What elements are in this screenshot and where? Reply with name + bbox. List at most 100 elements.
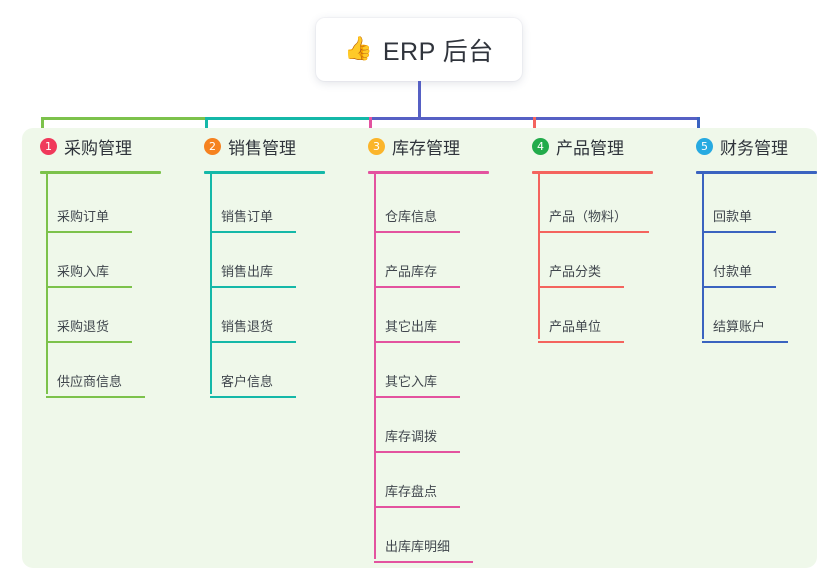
leaf-label: 出库库明细 (385, 539, 451, 554)
leaf-item[interactable]: 库存盘点 (350, 453, 460, 508)
leaf-underline (374, 506, 460, 508)
leaf-item[interactable]: 仓库信息 (350, 178, 460, 233)
leaf-underline (374, 231, 460, 233)
leaf-underline (702, 231, 776, 233)
branch-title-5: 财务管理 (720, 138, 788, 158)
leaf-item[interactable]: 客户信息 (186, 343, 296, 398)
leaf-label: 客户信息 (221, 374, 274, 389)
leaf-item[interactable]: 回款单 (678, 178, 788, 233)
leaf-label: 产品分类 (549, 264, 602, 279)
leaf-underline (538, 286, 624, 288)
root-node[interactable]: 👍 ERP 后台 (316, 18, 522, 81)
leaf-item[interactable]: 产品（物料） (514, 178, 649, 233)
leaf-underline (702, 286, 776, 288)
branch-header-3[interactable]: 3 库存管理 (350, 128, 489, 174)
bus-segment-1 (41, 117, 208, 120)
leaf-label: 付款单 (713, 264, 753, 279)
leaf-item[interactable]: 供应商信息 (22, 343, 145, 398)
branch-header-row: 5 财务管理 (678, 128, 788, 164)
leaf-underline (210, 231, 296, 233)
leaf-list-1: 采购订单采购入库采购退货供应商信息 (22, 174, 145, 398)
leaf-spine-2 (210, 174, 212, 394)
branch-column-3: 3 库存管理仓库信息产品库存其它出库其它入库库存调拨库存盘点出库库明细 (350, 128, 489, 563)
leaf-underline (210, 396, 296, 398)
leaf-label: 销售订单 (221, 209, 274, 224)
leaf-underline (374, 286, 460, 288)
leaf-item[interactable]: 采购入库 (22, 233, 132, 288)
leaf-list-4: 产品（物料） 产品分类产品单位 (514, 174, 649, 343)
branch-title-4: 产品管理 (556, 138, 624, 158)
leaf-item[interactable]: 库存调拨 (350, 398, 460, 453)
leaf-item[interactable]: 产品分类 (514, 233, 624, 288)
leaf-spine-3 (374, 174, 376, 559)
branch-column-1: 1 采购管理采购订单采购入库采购退货供应商信息 (22, 128, 161, 398)
leaf-item[interactable]: 付款单 (678, 233, 788, 288)
leaf-underline (210, 286, 296, 288)
leaf-label: 其它入库 (385, 374, 438, 389)
leaf-label: 产品库存 (385, 264, 438, 279)
branch-underline-4 (532, 171, 653, 174)
leaf-underline (46, 286, 132, 288)
leaf-label: 库存调拨 (385, 429, 438, 444)
leaf-item[interactable]: 采购退货 (22, 288, 132, 343)
leaf-underline (374, 396, 460, 398)
branch-badge-4: 4 (532, 137, 549, 155)
leaf-item[interactable]: 产品单位 (514, 288, 624, 343)
branch-header-row: 1 采购管理 (22, 128, 132, 164)
leaf-label: 采购入库 (57, 264, 110, 279)
thumbs-up-icon: 👍 (344, 36, 373, 62)
leaf-spine-1 (46, 174, 48, 394)
leaf-item[interactable]: 销售退货 (186, 288, 296, 343)
branch-header-row: 3 库存管理 (350, 128, 460, 164)
leaf-label: 产品（物料） (549, 209, 628, 224)
leaf-item[interactable]: 销售订单 (186, 178, 296, 233)
branch-badge-3: 3 (368, 137, 385, 155)
leaf-label: 产品单位 (549, 319, 602, 334)
branch-badge-1: 1 (40, 137, 57, 155)
branch-title-2: 销售管理 (228, 138, 296, 158)
leaf-item[interactable]: 采购订单 (22, 178, 132, 233)
leaf-label: 回款单 (713, 209, 753, 224)
leaf-label: 采购订单 (57, 209, 110, 224)
leaf-underline (374, 341, 460, 343)
leaf-underline (46, 231, 132, 233)
branch-header-5[interactable]: 5 财务管理 (678, 128, 817, 174)
leaf-list-2: 销售订单销售出库销售退货客户信息 (186, 174, 296, 398)
leaf-item[interactable]: 销售出库 (186, 233, 296, 288)
branch-column-5: 5 财务管理回款单付款单结算账户 (678, 128, 817, 343)
leaf-underline (210, 341, 296, 343)
root-trunk-line (418, 81, 421, 120)
branch-underline-2 (204, 171, 325, 174)
leaf-item[interactable]: 结算账户 (678, 288, 788, 343)
root-node-title: ERP 后台 (382, 37, 494, 66)
leaf-item[interactable]: 产品库存 (350, 233, 460, 288)
leaf-underline (538, 231, 649, 233)
leaf-item[interactable]: 出库库明细 (350, 508, 473, 563)
leaf-label: 采购退货 (57, 319, 110, 334)
leaf-underline (46, 396, 145, 398)
bus-segment-2 (205, 117, 372, 120)
branch-header-4[interactable]: 4 产品管理 (514, 128, 653, 174)
branch-title-1: 采购管理 (64, 138, 132, 158)
leaf-spine-5 (702, 174, 704, 339)
branch-header-1[interactable]: 1 采购管理 (22, 128, 161, 174)
branch-badge-5: 5 (696, 137, 713, 155)
branch-underline-5 (696, 171, 817, 174)
leaf-label: 仓库信息 (385, 209, 438, 224)
leaf-underline (374, 561, 473, 563)
branch-title-3: 库存管理 (392, 138, 460, 158)
leaf-item[interactable]: 其它出库 (350, 288, 460, 343)
leaf-list-3: 仓库信息产品库存其它出库其它入库库存调拨库存盘点出库库明细 (350, 174, 473, 563)
leaf-label: 销售出库 (221, 264, 274, 279)
leaf-spine-4 (538, 174, 540, 339)
leaf-label: 结算账户 (713, 319, 766, 334)
leaf-underline (46, 341, 132, 343)
leaf-item[interactable]: 其它入库 (350, 343, 460, 398)
leaf-label: 供应商信息 (57, 374, 123, 389)
branch-underline-1 (40, 171, 161, 174)
root-node-content: 👍 ERP 后台 (344, 32, 494, 68)
